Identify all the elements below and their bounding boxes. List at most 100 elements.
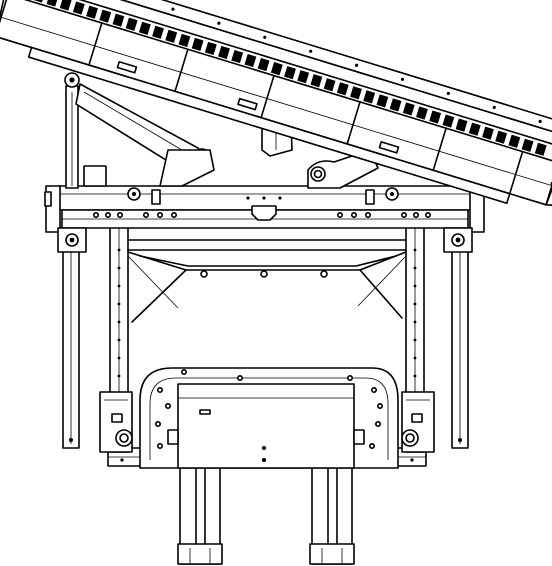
frame-bolt bbox=[412, 212, 419, 219]
screen-slot bbox=[257, 58, 270, 72]
column-hole bbox=[413, 338, 417, 342]
right-rear-leg bbox=[451, 229, 469, 449]
screen-slot bbox=[495, 130, 508, 144]
column-hole bbox=[117, 338, 121, 342]
left-foot-post bbox=[177, 463, 223, 565]
deck-rib bbox=[346, 101, 361, 145]
cross-truss bbox=[127, 239, 407, 323]
rim-bolt bbox=[446, 91, 450, 95]
frame-hinge-left bbox=[127, 187, 161, 205]
frame-bolt bbox=[117, 212, 124, 219]
screen-slot bbox=[402, 102, 415, 116]
column-hole bbox=[117, 248, 121, 252]
column-hole bbox=[117, 356, 121, 360]
frame-bolt bbox=[93, 212, 100, 219]
frame-bolt bbox=[171, 212, 178, 219]
frame-bolt bbox=[246, 196, 250, 200]
screen-slot bbox=[86, 5, 98, 19]
screen-slot bbox=[468, 122, 481, 136]
housing-bolt bbox=[157, 442, 164, 449]
screen-slot bbox=[125, 17, 138, 31]
housing-bolt bbox=[155, 420, 162, 427]
screen-slot bbox=[376, 94, 389, 108]
screen-slot bbox=[534, 142, 547, 156]
rim-bolt bbox=[400, 77, 405, 81]
rim-bolt bbox=[538, 119, 542, 124]
deck-rib bbox=[508, 150, 524, 195]
housing-bolt bbox=[368, 442, 375, 449]
screen-slots bbox=[33, 0, 547, 156]
screen-slot bbox=[112, 13, 125, 27]
deck-rib bbox=[432, 127, 447, 172]
frame-bolt bbox=[262, 196, 266, 200]
housing-bolt bbox=[374, 420, 381, 427]
left-rear-strut bbox=[64, 72, 80, 189]
small-box-left bbox=[83, 165, 107, 187]
screen-slot bbox=[284, 66, 296, 80]
housing-bolt bbox=[346, 374, 353, 381]
frame-bolt bbox=[157, 212, 164, 219]
column-hole bbox=[413, 266, 417, 270]
screen-slot bbox=[178, 33, 191, 47]
left-end-bracket bbox=[57, 227, 87, 253]
left-column bbox=[99, 225, 133, 453]
screen-slot bbox=[363, 90, 376, 104]
screen-slot bbox=[508, 134, 521, 148]
column-hole bbox=[413, 302, 417, 306]
rim-bolt bbox=[263, 35, 267, 39]
right-foot-post bbox=[309, 463, 355, 565]
frame-bolt bbox=[364, 212, 371, 219]
deck-ribs bbox=[88, 22, 524, 195]
lift-link-plate bbox=[159, 149, 215, 187]
screen-slot bbox=[310, 74, 323, 88]
center-mount-plate bbox=[251, 205, 277, 221]
column-hole bbox=[413, 320, 417, 324]
screen-slot bbox=[204, 41, 217, 56]
drive-housing bbox=[139, 367, 399, 469]
screen-slot bbox=[231, 49, 244, 64]
housing-bolt bbox=[370, 386, 377, 393]
frame-bolt bbox=[105, 212, 112, 219]
screen-slot bbox=[152, 25, 164, 39]
housing-bolt bbox=[376, 402, 383, 409]
frame-bolt bbox=[336, 212, 343, 219]
rim-bolt bbox=[309, 49, 313, 53]
column-hole bbox=[413, 284, 417, 288]
lift-arm-right bbox=[307, 149, 379, 189]
screen-slot bbox=[323, 78, 336, 92]
frame-bolt-holes bbox=[93, 196, 431, 219]
screen-slot bbox=[336, 82, 349, 96]
screen-slot bbox=[165, 29, 178, 43]
screen-slot bbox=[482, 126, 494, 140]
rim-bolts bbox=[171, 7, 542, 124]
frame-bolt bbox=[143, 212, 150, 219]
right-end-bracket bbox=[443, 227, 473, 253]
rim-bolt bbox=[171, 7, 175, 11]
column-hole bbox=[413, 248, 417, 252]
frame-bolt bbox=[350, 212, 357, 219]
housing-bolt bbox=[157, 386, 164, 393]
column-hole bbox=[117, 302, 121, 306]
deck-rib bbox=[88, 22, 103, 66]
housing-bolt bbox=[165, 402, 172, 409]
column-hole bbox=[117, 374, 121, 378]
rim-bolt bbox=[354, 63, 359, 67]
screen-slot bbox=[429, 110, 442, 124]
screen-slot bbox=[138, 21, 151, 35]
frame-bolt bbox=[278, 196, 282, 200]
housing-bolt bbox=[181, 368, 188, 375]
column-hole bbox=[413, 374, 417, 378]
rim-bolt bbox=[492, 105, 496, 110]
housing-bolt bbox=[237, 374, 244, 381]
screen-slot bbox=[99, 9, 112, 23]
screen-slot bbox=[521, 138, 534, 152]
screen-slot bbox=[389, 98, 402, 112]
column-hole bbox=[413, 356, 417, 360]
conveyor-deck bbox=[0, 0, 552, 208]
column-hole bbox=[117, 266, 121, 270]
screen-slot bbox=[46, 0, 59, 7]
screen-slot bbox=[270, 62, 283, 76]
column-hole bbox=[117, 320, 121, 324]
